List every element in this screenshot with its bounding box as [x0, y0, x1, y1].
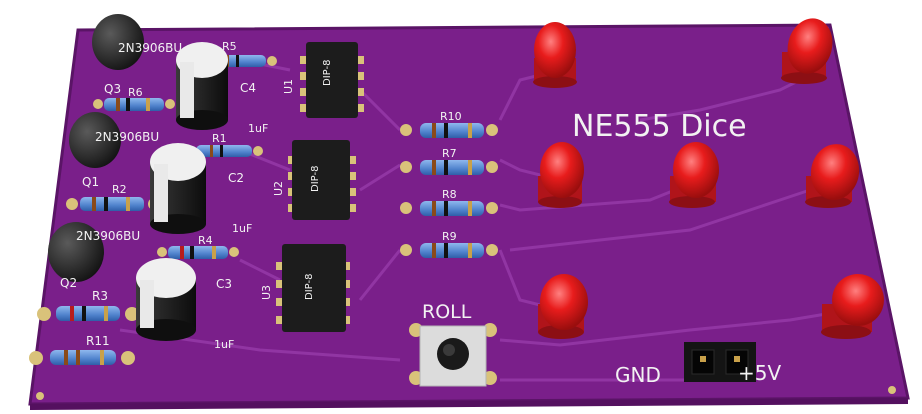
transistor-ref-label: Q1 — [82, 175, 99, 189]
board-title: NE555 Dice — [572, 109, 747, 144]
resistor-ref-label: R8 — [442, 188, 457, 201]
capacitor-c2: C2 1uF — [150, 143, 252, 235]
resistor-ref-label: R2 — [112, 183, 127, 196]
ic-package-label: DIP-8 — [304, 274, 315, 300]
resistor-r7: R7 — [400, 147, 498, 175]
resistor-ref-label: R9 — [442, 230, 457, 243]
capacitor-value-label: 1uF — [232, 222, 252, 235]
resistor-r9: R9 — [400, 230, 498, 258]
pcb-board-edge — [30, 398, 908, 410]
capacitor-c3: C3 1uF — [136, 258, 234, 351]
transistor-q2: 2N3906BU Q2 — [48, 222, 140, 290]
resistor-r10: R10 — [400, 110, 498, 138]
vcc-label: +5V — [738, 361, 781, 385]
led-top-left — [533, 22, 577, 88]
ic-ref-label: U3 — [260, 285, 273, 300]
ic-u3: DIP-8 U3 — [260, 244, 350, 332]
resistor-ref-label: R11 — [86, 334, 110, 348]
transistor-part-label: 2N3906BU — [95, 130, 159, 144]
transistor-ref-label: Q3 — [104, 82, 121, 96]
mounting-pad — [36, 392, 44, 400]
resistor-ref-label: R7 — [442, 147, 457, 160]
ic-package-label: DIP-8 — [322, 60, 333, 86]
ic-u2: DIP-8 U2 — [272, 140, 356, 220]
led-bottom-right — [821, 274, 884, 339]
ic-u1: DIP-8 U1 — [282, 42, 364, 118]
roll-label: ROLL — [422, 301, 472, 323]
resistor-ref-label: R6 — [128, 86, 143, 99]
power-header — [684, 342, 756, 382]
capacitor-value-label: 1uF — [214, 338, 234, 351]
gnd-label: GND — [615, 363, 661, 387]
transistor-part-label: 2N3906BU — [76, 229, 140, 243]
resistor-r8: R8 — [400, 188, 498, 216]
capacitor-value-label: 1uF — [248, 122, 268, 135]
led-middle-left — [538, 142, 584, 208]
resistor-r3: R3 — [37, 289, 139, 321]
capacitor-ref-label: C3 — [216, 277, 232, 291]
resistor-ref-label: R3 — [92, 289, 108, 303]
transistor-ref-label: Q2 — [60, 276, 77, 290]
capacitor-c4: C4 1uF — [176, 42, 268, 135]
resistor-r4: R4 — [157, 234, 239, 259]
capacitor-ref-label: C2 — [228, 171, 244, 185]
ic-package-label: DIP-8 — [310, 166, 321, 192]
led-middle-right — [805, 144, 860, 208]
resistor-r6: R6 — [93, 86, 175, 111]
transistor-q1: 2N3906BU Q1 — [69, 112, 159, 189]
capacitor-ref-label: C4 — [240, 81, 256, 95]
led-top-right — [781, 18, 833, 84]
resistor-ref-label: R4 — [198, 234, 213, 247]
ic-ref-label: U2 — [272, 181, 285, 196]
led-center — [669, 142, 719, 208]
resistor-r11: R11 — [29, 334, 135, 365]
roll-button[interactable] — [409, 323, 497, 387]
ic-ref-label: U1 — [282, 79, 295, 94]
resistor-ref-label: R10 — [440, 110, 462, 123]
mounting-pad — [888, 386, 896, 394]
resistor-ref-label: R5 — [222, 40, 237, 53]
transistor-q3: 2N3906BU Q3 — [92, 14, 182, 96]
led-bottom-left — [538, 274, 588, 339]
resistor-ref-label: R1 — [212, 132, 227, 145]
transistor-part-label: 2N3906BU — [118, 41, 182, 55]
